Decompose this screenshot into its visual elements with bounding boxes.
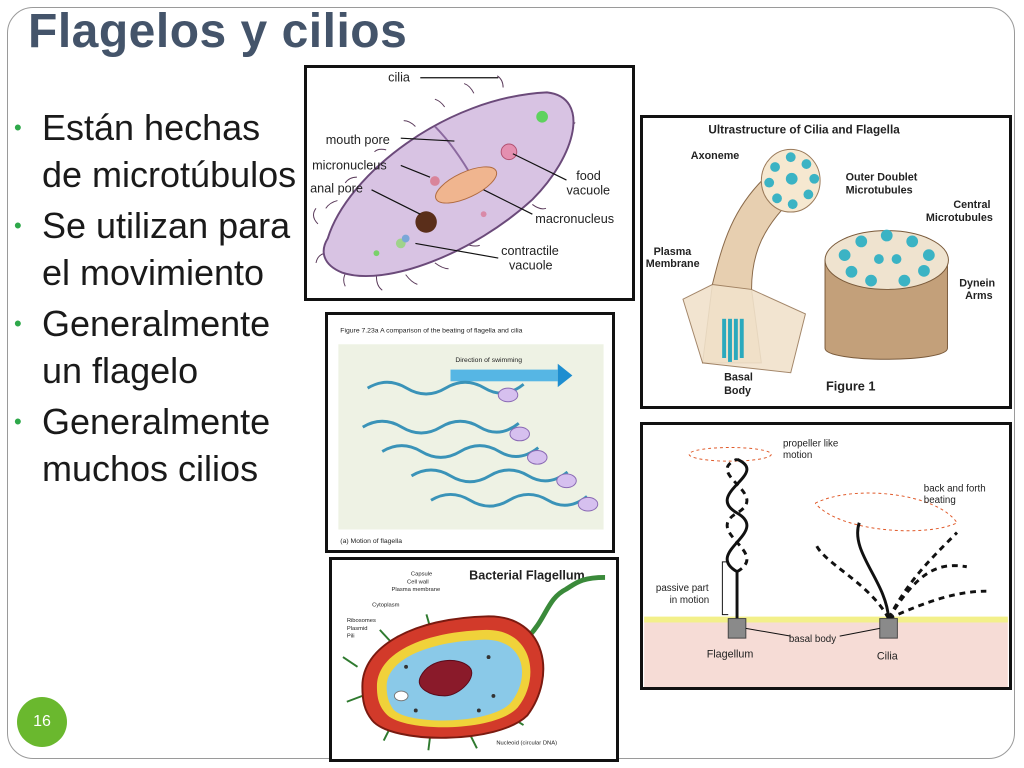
bacterial-flagellum-illustration: Bacterial Flagellum Capsule Cell wall Pl… <box>342 568 606 751</box>
label-food-vacuole-2: vacuole <box>566 184 610 198</box>
label-capsule: Capsule <box>411 572 432 578</box>
label-dynein-arms: Arms <box>965 290 993 302</box>
label-nucleoid: Nucleoid (circular DNA) <box>496 740 557 746</box>
label-outer-microtubules: Microtubules <box>846 184 913 196</box>
bullet-item: •Generalmente un flagelo <box>14 300 304 394</box>
label-back-forth: back and forth <box>924 483 986 494</box>
label-mouth-pore: mouth pore <box>326 133 390 147</box>
swimming-direction: Direction of swimming <box>455 357 522 364</box>
motion-comparison-figure: propeller like motion back and forth bea… <box>640 422 1012 690</box>
bacterial-title: Bacterial Flagellum <box>469 568 585 582</box>
label-basal: Basal <box>724 372 753 384</box>
label-ribosomes: Ribosomes <box>347 618 376 624</box>
label-basal-body: basal body <box>789 634 836 645</box>
label-propeller: propeller like <box>783 439 838 450</box>
label-dynein: Dynein <box>959 277 995 289</box>
motion-comparison-illustration: propeller like motion back and forth bea… <box>644 439 1008 687</box>
slide-title: Flagelos y cilios <box>28 5 408 58</box>
bullet-list: •Están hechas de microtúbulos •Se utiliz… <box>14 104 304 496</box>
label-in-motion: in motion <box>670 595 710 606</box>
label-axoneme: Axoneme <box>691 150 739 162</box>
label-food-vacuole: food <box>576 169 601 183</box>
label-micronucleus: micronucleus <box>312 158 387 172</box>
label-pili: Pili <box>347 634 355 640</box>
bacterial-flagellum-figure: Bacterial Flagellum Capsule Cell wall Pl… <box>329 557 619 762</box>
label-plasma-membrane: Membrane <box>646 258 700 270</box>
bullet-dot-icon: • <box>14 409 22 434</box>
label-central: Central <box>953 199 990 211</box>
label-plasma: Plasma <box>654 246 693 258</box>
paramecium-figure: cilia mouth pore micronucleus anal pore … <box>304 65 635 301</box>
label-cilia: cilia <box>388 71 411 85</box>
label-cilia: Cilia <box>877 651 898 663</box>
label-contractile-vacuole: vacuole <box>509 259 553 273</box>
bullet-dot-icon: • <box>14 213 22 238</box>
beating-footer: (a) Motion of flagella <box>340 538 402 545</box>
label-anal-pore: anal pore <box>310 182 363 196</box>
label-contractile: contractile <box>501 244 559 258</box>
flagella-beating-illustration: Figure 7.23a A comparison of the beating… <box>338 328 604 545</box>
paramecium-illustration: cilia mouth pore micronucleus anal pore … <box>310 71 614 291</box>
bullet-dot-icon: • <box>14 115 22 140</box>
bullet-item: •Generalmente muchos cilios <box>14 398 304 492</box>
label-cell-wall: Cell wall <box>407 579 429 585</box>
bullet-item: •Se utilizan para el movimiento <box>14 202 304 296</box>
ultrastructure-figure: Ultrastructure of Cilia and Flagella Axo… <box>640 115 1012 409</box>
label-macronucleus: macronucleus <box>535 212 614 226</box>
label-plasma-membrane: Plasma membrane <box>391 587 440 593</box>
label-basal-body: Body <box>724 385 751 397</box>
label-propeller-motion: motion <box>783 450 812 461</box>
label-outer-doublet: Outer Doublet <box>846 172 918 184</box>
beating-caption: Figure 7.23a A comparison of the beating… <box>340 328 522 335</box>
label-figure-1: Figure 1 <box>826 378 875 393</box>
slide-number-badge: 16 <box>17 697 67 747</box>
label-cytoplasm: Cytoplasm <box>372 603 400 609</box>
label-beating: beating <box>924 495 956 506</box>
flagella-beating-figure: Figure 7.23a A comparison of the beating… <box>325 312 615 553</box>
label-central-microtubules: Microtubules <box>926 212 993 224</box>
ultrastructure-title: Ultrastructure of Cilia and Flagella <box>708 124 900 137</box>
bullet-dot-icon: • <box>14 311 22 336</box>
ultrastructure-illustration: Ultrastructure of Cilia and Flagella Axo… <box>646 124 995 398</box>
label-passive-part: passive part <box>656 583 709 594</box>
label-plasmid: Plasmid <box>347 626 368 632</box>
label-flagellum: Flagellum <box>707 649 754 661</box>
bullet-item: •Están hechas de microtúbulos <box>14 104 304 198</box>
